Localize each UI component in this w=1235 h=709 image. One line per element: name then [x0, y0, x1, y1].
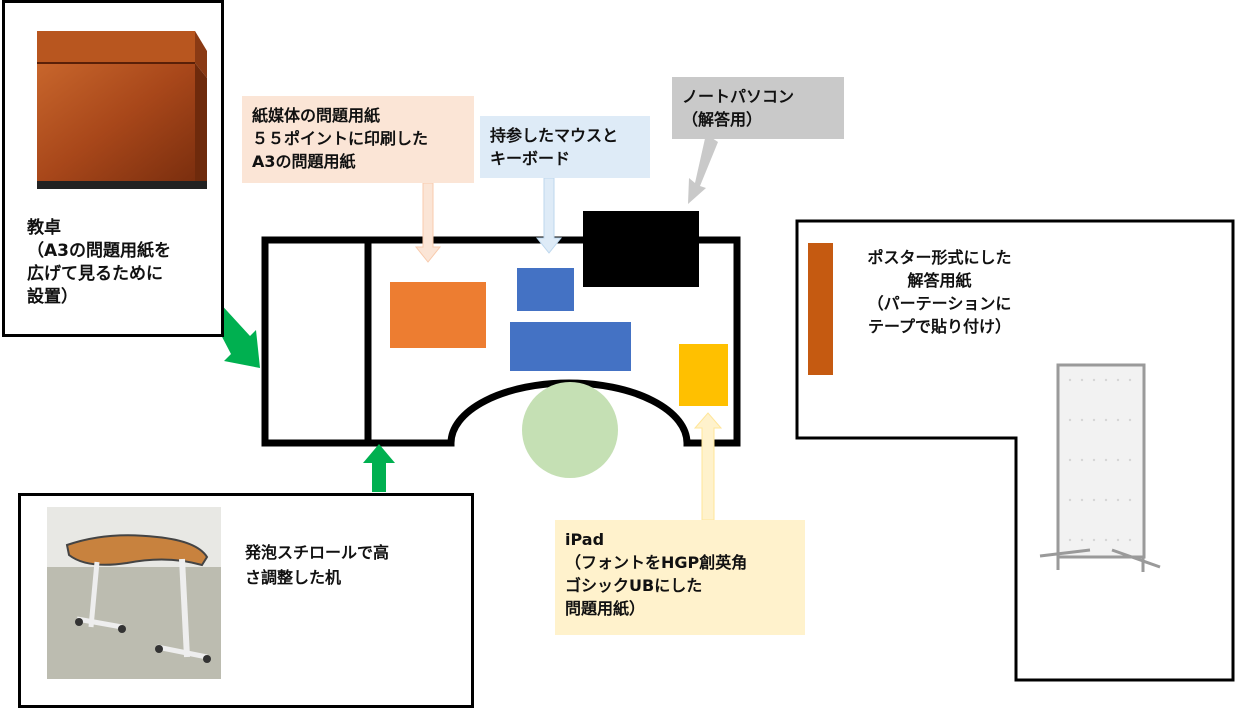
- ipad-callout: iPad （フォントをHGP創英角 ゴシックUBにした 問題用紙）: [555, 520, 805, 635]
- desk-label: 発泡スチロールで高 さ調整した机: [245, 543, 390, 587]
- podium-image: [37, 31, 207, 189]
- laptop-arrow: [688, 134, 718, 204]
- paper-callout: 紙媒体の問題用紙 ５５ポイントに印刷した A3の問題用紙: [242, 96, 474, 183]
- ipad-label: iPad （フォントをHGP創英角 ゴシックUBにした 問題用紙）: [565, 530, 748, 618]
- paper-label: 紙媒体の問題用紙 ５５ポイントに印刷した A3の問題用紙: [252, 106, 429, 171]
- ipad-block: [679, 344, 728, 406]
- mouse-arrow: [535, 177, 563, 254]
- podium-callout: 教卓 （A3の問題用紙を 広げて見るために 設置）: [2, 0, 224, 337]
- poster-label: ポスター形式にした 解答用紙 （パーテーションに テープで貼り付け）: [867, 248, 1012, 336]
- podium-label: 教卓 （A3の問題用紙を 広げて見るために 設置）: [27, 218, 171, 307]
- mouse-block: [517, 268, 574, 311]
- desk-callout: 発泡スチロールで高 さ調整した机: [18, 493, 474, 708]
- keyboard-block: [510, 322, 631, 371]
- mouse-callout: 持参したマウスと キーボード: [480, 116, 650, 178]
- desk-arrow: [363, 444, 395, 492]
- partition-image: [1039, 363, 1161, 572]
- ipad-arrow: [693, 412, 723, 521]
- laptop-label: ノートパソコン （解答用）: [682, 87, 795, 129]
- paper-arrow: [414, 182, 442, 263]
- chair-circle: [522, 382, 618, 478]
- poster-swatch: [808, 243, 833, 375]
- laptop-callout: ノートパソコン （解答用）: [672, 77, 844, 139]
- laptop-block: [583, 211, 699, 287]
- mouse-label: 持参したマウスと キーボード: [490, 126, 619, 168]
- paper-block: [390, 282, 486, 348]
- desk-image: [47, 507, 221, 679]
